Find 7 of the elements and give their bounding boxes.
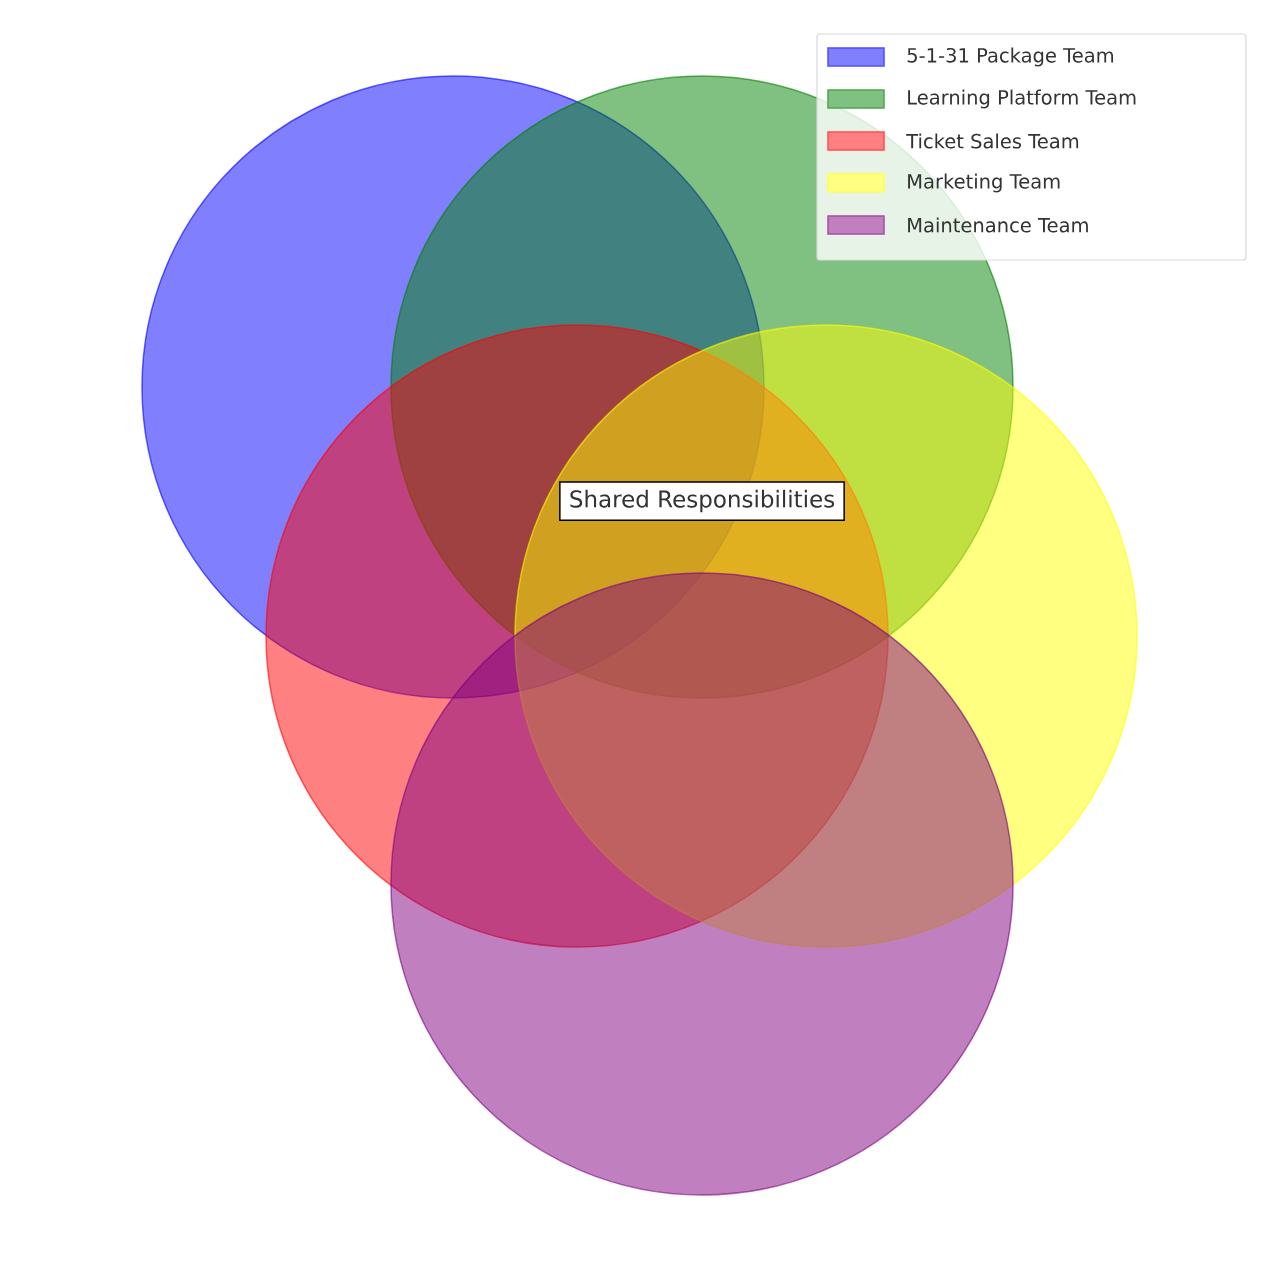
label-box: Shared Responsibilities xyxy=(559,481,845,521)
legend-label: Marketing Team xyxy=(908,173,1060,193)
legend-label: 5-1-31 Package Team xyxy=(907,47,1113,67)
legend-label: Learning Platform Team xyxy=(908,89,1136,109)
legend-label: Ticket Sales Team xyxy=(906,133,1079,149)
venn-circle xyxy=(390,572,1014,1196)
legend-label: Maintenance Team xyxy=(908,217,1088,233)
